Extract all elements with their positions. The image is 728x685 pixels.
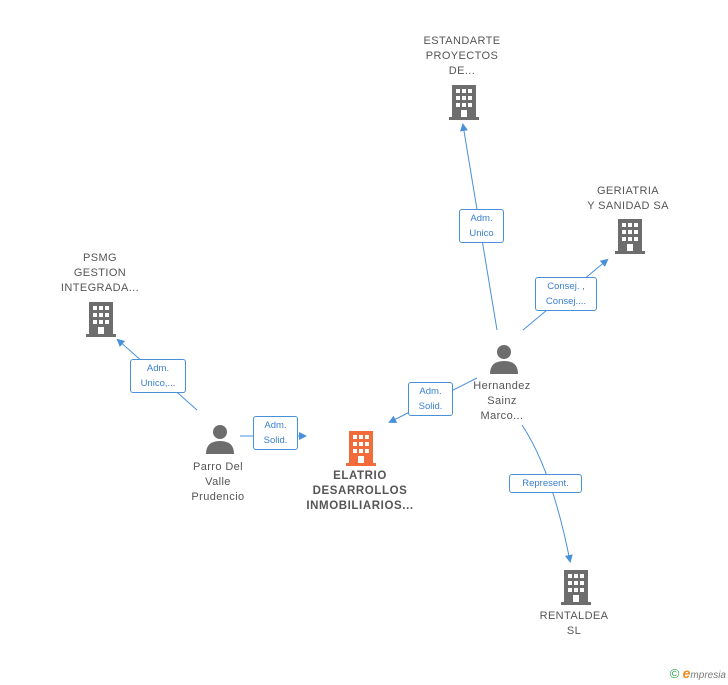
node-psmg[interactable]: PSMG GESTION INTEGRADA...	[40, 251, 160, 296]
node-label-hernandez: Hernandez Sainz Marco...	[473, 380, 531, 422]
node-rentaldea[interactable]: RENTALDEA SL	[514, 609, 634, 639]
node-label-estandarte: ESTANDARTE PROYECTOS DE...	[423, 35, 501, 77]
edge-label-adm-solid-hernandez: Adm. Solid.	[408, 382, 453, 416]
node-hernandez[interactable]: Hernandez Sainz Marco...	[452, 379, 552, 424]
edge-label-adm-unico-estandarte: Adm. Unico	[459, 209, 504, 243]
edge-label-adm-solid-parro: Adm. Solid.	[253, 416, 298, 450]
edge-label-adm-unico-psmg: Adm. Unico,...	[130, 359, 186, 393]
edge-label-consej-geriatria: Consej. , Consej....	[535, 277, 597, 311]
node-parro[interactable]: Parro Del Valle Prudencio	[168, 460, 268, 505]
node-label-geriatria: GERIATRIA Y SANIDAD SA	[587, 185, 669, 212]
building-icon	[449, 85, 479, 120]
building-icon	[86, 302, 116, 337]
building-icon	[561, 570, 591, 605]
copyright-symbol: ©	[669, 666, 680, 681]
person-icon	[206, 425, 234, 454]
node-label-elatrio: ELATRIO DESARROLLOS INMOBILIARIOS...	[306, 470, 414, 512]
node-geriatria[interactable]: GERIATRIA Y SANIDAD SA	[568, 184, 688, 214]
node-elatrio[interactable]: ELATRIO DESARROLLOS INMOBILIARIOS...	[285, 469, 435, 514]
node-label-rentaldea: RENTALDEA SL	[539, 610, 609, 637]
building-icon	[615, 219, 645, 254]
brand-rest: mpresia	[690, 670, 726, 681]
edge-label-represent-rentaldea: Represent.	[509, 474, 582, 493]
building-icon	[346, 431, 376, 466]
brand-e: e	[682, 665, 691, 681]
edge-hernandez-rentaldea	[521, 424, 573, 563]
node-label-parro: Parro Del Valle Prudencio	[191, 461, 245, 503]
node-label-psmg: PSMG GESTION INTEGRADA...	[60, 252, 140, 294]
node-estandarte[interactable]: ESTANDARTE PROYECTOS DE...	[402, 34, 522, 79]
person-icon	[490, 345, 518, 374]
empresia-logo: © empresia	[670, 665, 726, 681]
